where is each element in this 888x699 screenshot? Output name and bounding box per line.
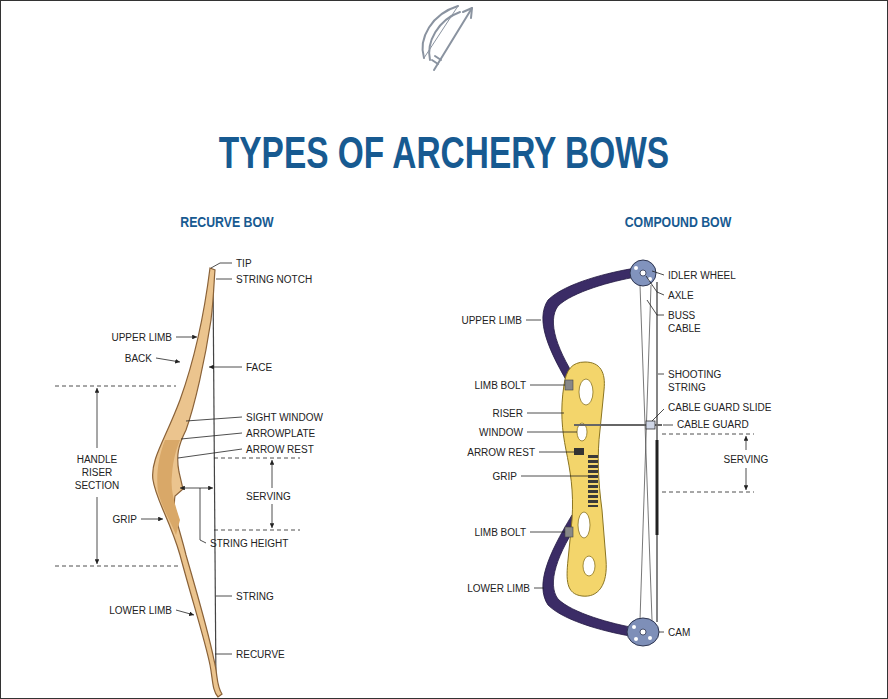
part-label: LOWER LIMB [467,582,530,595]
part-label: ARROW REST [246,443,314,456]
riser-holes [577,379,595,576]
part-label: UPPER LIMB [461,314,522,327]
part-label: SIGHT WINDOW [246,411,323,424]
part-label: CABLE GUARD SLIDE [668,401,771,414]
part-label: CAM [668,626,690,639]
buss-cable [640,285,651,620]
recurve-leaders [55,263,300,654]
part-label: LIMB BOLT [475,526,527,539]
cam-axle [640,629,646,635]
part-label: ARROW REST [467,446,535,459]
part-label: STRING NOTCH [236,273,312,286]
compound-leaders [521,271,754,632]
serving [656,440,659,535]
part-label: BUSS CABLE [668,309,712,335]
part-label: RISER [492,407,523,420]
part-label: LIMB BOLT [475,379,527,392]
part-label: SERVING [724,453,769,466]
axle [640,270,646,276]
shooting-string [656,282,657,622]
compound-bow [543,260,662,646]
title: TYPES OF ARCHERY BOWS [107,129,782,177]
part-label: BACK [125,352,152,365]
part-label: CABLE GUARD [677,418,749,431]
part-label: AXLE [668,289,694,302]
riser [562,362,606,596]
cam-hole [648,636,652,640]
part-label: RECURVE [236,648,285,661]
buss-cable [640,285,652,620]
grip-ridges [588,455,598,507]
part-label: HANDLE RISER SECTION [71,453,123,492]
idler-wheel [630,260,656,286]
part-label: WINDOW [479,426,523,439]
wheel-hole [634,266,638,270]
limb-bolt [565,380,573,390]
riser-shade [157,440,180,535]
arrow-rest [574,448,584,455]
part-label: SERVING [246,490,291,503]
part-label: IDLER WHEEL [668,269,736,282]
cam-hole [634,637,638,641]
part-label: ARROWPLATE [246,427,315,440]
cam [627,618,659,646]
cam-hole [632,625,636,629]
part-label: FACE [246,361,272,374]
part-label: TIP [236,257,252,270]
bow-icon [423,6,472,70]
part-label: GRIP [113,513,137,526]
bow-heading: RECURVE BOW [180,213,273,231]
part-label: GRIP [493,470,517,483]
bow-heading: COMPOUND BOW [625,213,732,231]
part-label: LOWER LIMB [109,604,172,617]
part-label: STRING HEIGHT [210,537,288,550]
part-label: SHOOTING STRING [668,368,732,394]
part-label: UPPER LIMB [111,331,172,344]
part-label: STRING [236,590,274,603]
limb-bolt [565,527,573,537]
cable-guard-slide [646,421,655,429]
bow-string [213,276,216,690]
